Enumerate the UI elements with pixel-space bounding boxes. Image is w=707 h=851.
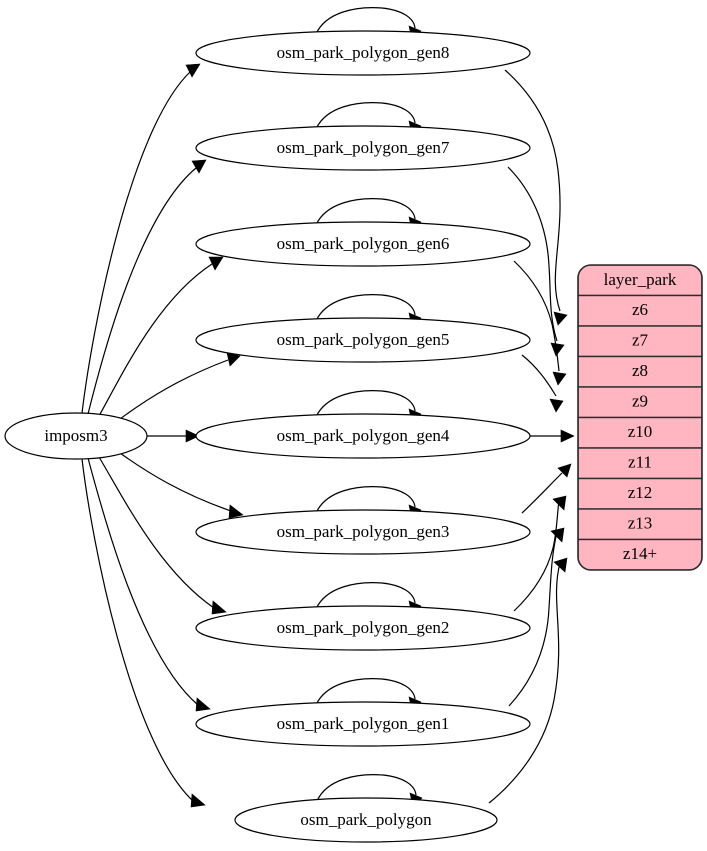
table-row-z12-label: z12 xyxy=(628,483,653,502)
edge-selfloop-gen1 xyxy=(315,678,416,706)
table-row-z13-label: z13 xyxy=(628,513,653,532)
edge-imposm3-to-gen8 xyxy=(81,71,191,414)
edge-selfloop-gen8 xyxy=(315,7,416,35)
table-outer-border xyxy=(577,264,703,571)
node-gen8[interactable]: osm_park_polygon_gen8 xyxy=(195,30,531,76)
node-gen6[interactable]: osm_park_polygon_gen6 xyxy=(195,221,531,267)
table-row-z14plus-label: z14+ xyxy=(623,544,657,563)
node-base[interactable]: osm_park_polygon xyxy=(234,797,498,843)
arrow-imposm3-to-gen6 xyxy=(208,256,224,271)
table-row-z10-label: z10 xyxy=(628,422,653,441)
edge-gen1-to-z13 xyxy=(508,531,558,707)
node-gen6-label: osm_park_polygon_gen6 xyxy=(277,234,450,253)
edge-gen3-to-z11 xyxy=(521,472,563,514)
node-gen3[interactable]: osm_park_polygon_gen3 xyxy=(195,509,531,555)
arrow-gen8-to-z6 xyxy=(553,311,568,326)
node-gen8-ellipse[interactable] xyxy=(195,30,531,76)
node-gen1[interactable]: osm_park_polygon_gen1 xyxy=(195,701,531,747)
table-row-z13-cell[interactable] xyxy=(578,508,702,541)
edge-selfloop-gen4 xyxy=(315,390,416,418)
arrow-gen7-to-z7 xyxy=(550,342,565,357)
arrow-gen3-to-z11 xyxy=(557,463,572,478)
arrow-gen6-to-z8 xyxy=(552,371,567,386)
node-gen2[interactable]: osm_park_polygon_gen2 xyxy=(195,605,531,651)
arrow-imposm3-to-gen4 xyxy=(185,429,200,443)
arrow-imposm3-to-gen3 xyxy=(228,504,244,519)
edge-imposm3-to-gen6 xyxy=(98,263,213,417)
edge-selfloop-gen3 xyxy=(315,486,416,514)
arrow-base-to-z14plus xyxy=(553,557,568,573)
arrow-imposm3-to-gen7 xyxy=(191,159,207,174)
edge-selfloop-gen5 xyxy=(315,294,416,322)
node-gen2-label: osm_park_polygon_gen2 xyxy=(277,618,450,637)
arrow-imposm3-to-gen1 xyxy=(195,697,211,712)
edge-imposm3-to-gen3 xyxy=(119,452,232,512)
table-row-z14plus-cell[interactable] xyxy=(578,538,702,571)
node-gen4-label: osm_park_polygon_gen4 xyxy=(277,426,450,445)
table-row-z9-cell[interactable] xyxy=(578,386,702,419)
node-gen7-label: osm_park_polygon_gen7 xyxy=(277,138,450,157)
node-gen7-ellipse[interactable] xyxy=(195,125,531,171)
node-gen4[interactable]: osm_park_polygon_gen4 xyxy=(195,413,531,459)
table-row-z11-label: z11 xyxy=(628,452,652,471)
table-row-z7-label: z7 xyxy=(632,330,649,349)
edge-gen8-to-z6 xyxy=(504,69,561,312)
node-gen3-ellipse[interactable] xyxy=(195,509,531,555)
node-gen4-ellipse[interactable] xyxy=(195,413,531,459)
table-row-z6-label: z6 xyxy=(632,300,648,319)
table-row-z9-label: z9 xyxy=(632,391,648,410)
edge-gen7-to-z7 xyxy=(507,166,558,342)
table-header-label: layer_park xyxy=(604,270,677,289)
node-gen5-ellipse[interactable] xyxy=(195,317,531,363)
node-gen5[interactable]: osm_park_polygon_gen5 xyxy=(195,317,531,363)
arrow-gen5-to-z9 xyxy=(549,398,564,413)
arrow-imposm3-to-gen8 xyxy=(185,63,201,78)
node-imposm3-label: imposm3 xyxy=(44,426,107,445)
edge-gen5-to-z9 xyxy=(521,354,557,397)
node-base-ellipse[interactable] xyxy=(234,797,498,843)
edge-imposm3-to-gen7 xyxy=(87,167,197,415)
edge-imposm3-to-gen5 xyxy=(119,359,229,420)
edge-base-to-z14plus xyxy=(488,562,561,804)
arrow-imposm3-to-gen2 xyxy=(211,600,227,615)
node-imposm3-ellipse[interactable] xyxy=(4,412,148,460)
arrow-gen2-to-z12 xyxy=(552,495,567,511)
edge-group-source-to-process xyxy=(81,63,244,808)
edge-selfloop-gen2 xyxy=(315,582,416,610)
edge-imposm3-to-base xyxy=(81,458,194,802)
node-gen1-label: osm_park_polygon_gen1 xyxy=(277,714,450,733)
arrow-gen4-to-z10 xyxy=(560,429,575,443)
node-gen2-ellipse[interactable] xyxy=(195,605,531,651)
arrow-imposm3-to-base xyxy=(190,793,206,808)
table-row-z10-cell[interactable] xyxy=(578,416,702,449)
node-gen8-label: osm_park_polygon_gen8 xyxy=(277,43,450,62)
edge-gen6-to-z8 xyxy=(513,260,560,372)
node-gen5-label: osm_park_polygon_gen5 xyxy=(277,330,450,349)
edge-gen2-to-z12 xyxy=(513,499,560,612)
node-gen7[interactable]: osm_park_polygon_gen7 xyxy=(195,125,531,171)
edge-imposm3-to-gen1 xyxy=(87,457,199,706)
node-gen3-label: osm_park_polygon_gen3 xyxy=(277,522,450,541)
layer-park-table[interactable]: layer_park z6 z7 z8 z9 z10 z11 z12 z13 z… xyxy=(577,264,703,571)
edge-selfloop-gen6 xyxy=(315,198,416,226)
node-gen1-ellipse[interactable] xyxy=(195,701,531,747)
node-gen6-ellipse[interactable] xyxy=(195,221,531,267)
edge-selfloop-gen7 xyxy=(315,102,416,130)
node-imposm3[interactable]: imposm3 xyxy=(4,412,148,460)
table-row-z11-cell[interactable] xyxy=(578,447,702,480)
arrow-gen1-to-z13 xyxy=(550,527,565,543)
edge-group-process-to-zoom xyxy=(488,69,575,804)
node-base-label: osm_park_polygon xyxy=(300,810,432,829)
table-row-z8-label: z8 xyxy=(632,361,648,380)
edge-imposm3-to-gen2 xyxy=(98,456,215,609)
edge-selfloop-base xyxy=(316,774,417,802)
